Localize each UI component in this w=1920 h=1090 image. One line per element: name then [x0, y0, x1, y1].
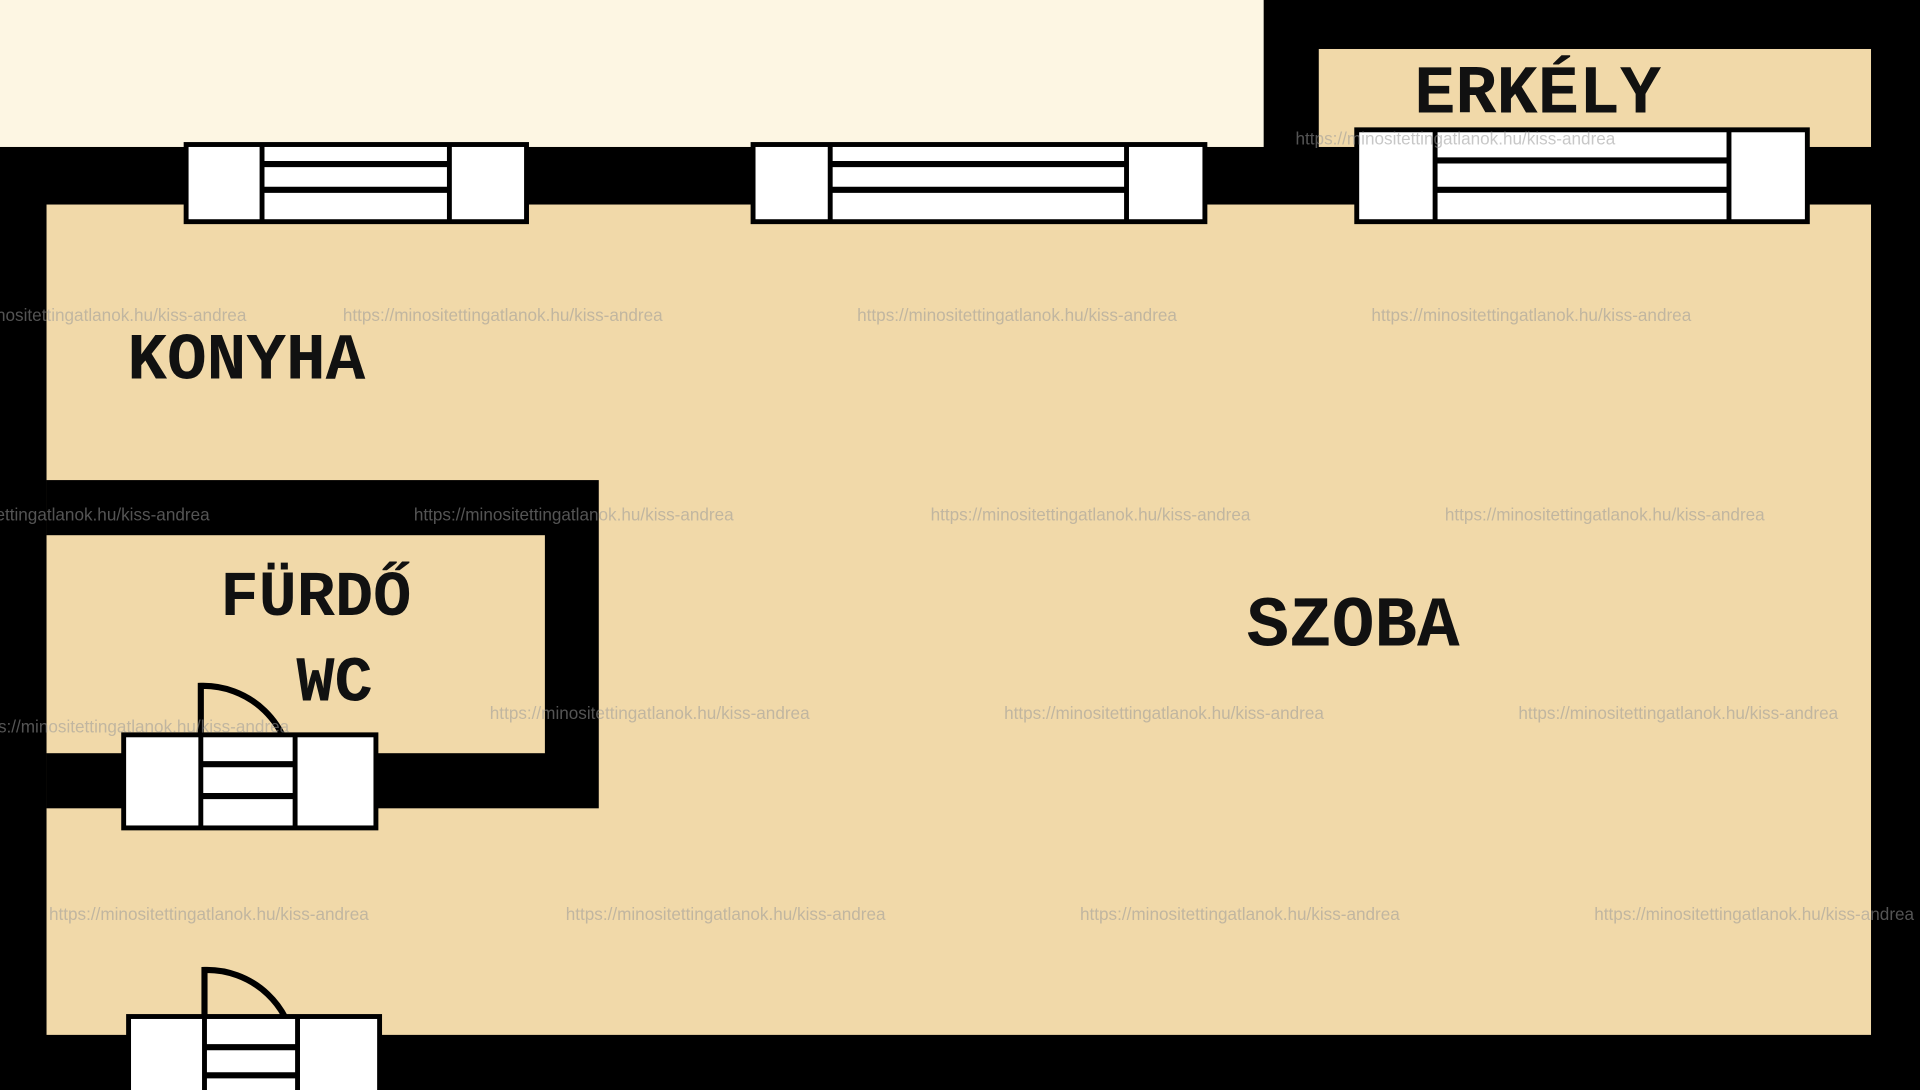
svg-text:https://minositettingatlanok.h: https://minositettingatlanok.hu/kiss-and… — [1296, 129, 1616, 149]
svg-text:https://minositettingatlanok.h: https://minositettingatlanok.hu/kiss-and… — [1594, 904, 1914, 924]
label-bathroom: FÜRDŐ — [220, 562, 411, 635]
balcony-door — [1354, 127, 1810, 225]
svg-text:https://minositettingatlanok.h: https://minositettingatlanok.hu/kiss-and… — [0, 716, 290, 736]
outside-area — [0, 0, 1264, 147]
svg-text:https://minositettingatlanok.h: https://minositettingatlanok.hu/kiss-and… — [490, 703, 810, 723]
window-room — [750, 142, 1208, 225]
label-room: SZOBA — [1247, 587, 1460, 667]
label-balcony: ERKÉLY — [1414, 56, 1662, 134]
bathroom-floor — [46, 535, 545, 754]
svg-text:https://minositettingatlanok.h: https://minositettingatlanok.hu/kiss-and… — [1445, 505, 1765, 525]
label-kitchen: KONYHA — [127, 323, 365, 398]
svg-text:https://minositettingatlanok.h: https://minositettingatlanok.hu/kiss-and… — [0, 305, 247, 325]
entrance-door — [126, 966, 383, 1090]
svg-text:https://minositettingatlanok.h: https://minositettingatlanok.hu/kiss-and… — [414, 505, 734, 525]
svg-text:https://minositettingatlanok.h: https://minositettingatlanok.hu/kiss-and… — [1371, 305, 1691, 325]
svg-text:https://minositettingatlanok.h: https://minositettingatlanok.hu/kiss-and… — [857, 305, 1177, 325]
svg-text:https://minositettingatlanok.h: https://minositettingatlanok.hu/kiss-and… — [1080, 904, 1400, 924]
window-kitchen — [183, 142, 529, 225]
label-wc: WC — [296, 649, 372, 721]
svg-text:https://minositettingatlanok.h: https://minositettingatlanok.hu/kiss-and… — [343, 305, 663, 325]
svg-text:https://minositettingatlanok.h: https://minositettingatlanok.hu/kiss-and… — [0, 505, 210, 525]
bathroom-door — [121, 682, 379, 831]
svg-text:https://minositettingatlanok.h: https://minositettingatlanok.hu/kiss-and… — [1518, 703, 1838, 723]
svg-text:https://minositettingatlanok.h: https://minositettingatlanok.hu/kiss-and… — [1004, 703, 1324, 723]
svg-text:https://minositettingatlanok.h: https://minositettingatlanok.hu/kiss-and… — [931, 505, 1251, 525]
svg-text:https://minositettingatlanok.h: https://minositettingatlanok.hu/kiss-and… — [49, 904, 369, 924]
svg-text:https://minositettingatlanok.h: https://minositettingatlanok.hu/kiss-and… — [566, 904, 886, 924]
watermarks: https://minositettingatlanok.hu/kiss-and… — [0, 129, 1915, 924]
